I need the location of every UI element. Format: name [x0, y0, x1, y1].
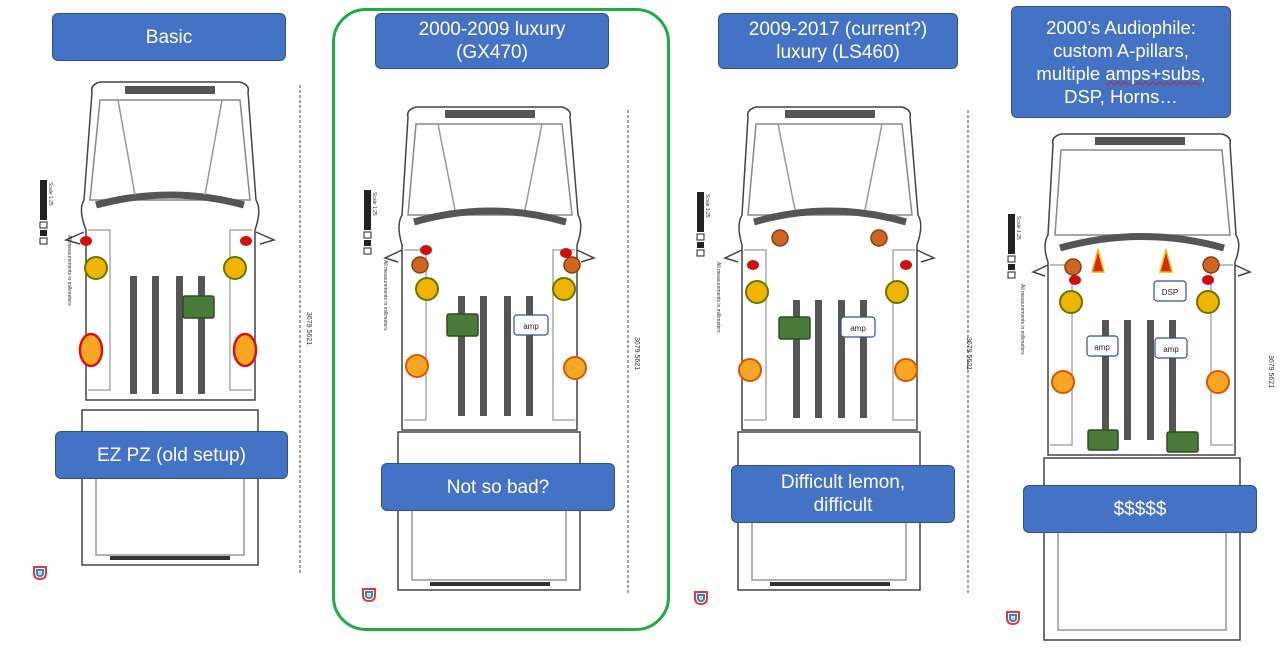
tweeter-left: [420, 245, 432, 255]
units-note: All measurements in millimeters: [715, 262, 721, 333]
speaker-rear-right: [1206, 370, 1230, 394]
dsp-box: [1153, 280, 1187, 302]
speaker-front-left: [84, 256, 108, 280]
panel-title-label: 2000-2009 luxury (GX470): [375, 13, 609, 69]
subwoofer-1: [1087, 429, 1119, 451]
amp-box-2: [1154, 337, 1188, 359]
units-note: All measurements in millimeters: [382, 260, 388, 331]
speaker-rear-left: [405, 354, 429, 378]
panel-title-line4: DSP, Horns…: [1064, 86, 1178, 107]
tweeter-right: [1202, 275, 1214, 285]
dimension-text: 3679 5621: [1267, 355, 1274, 389]
speaker-front-left: [415, 277, 439, 301]
speaker-front-left: [745, 280, 769, 304]
tweeter-right: [900, 260, 912, 270]
panel-basic: Basic EZ PZ (old setup) 3679 5621 All me…: [0, 0, 330, 667]
truck-diagram-gx470: amp: [363, 106, 629, 595]
speaker-front-right: [223, 256, 247, 280]
speaker-rear-right: [563, 356, 587, 380]
panel-title-label: 2000’s Audiophile: custom A-pillars, mul…: [1011, 6, 1231, 118]
truck-diagram-audiophile: DSP amp amp: [1007, 133, 1253, 641]
logo-icon: [33, 566, 47, 580]
truck-diagram-ls460: amp: [696, 106, 969, 595]
panel-title-line3: multiple amps+subs,: [1036, 62, 1205, 85]
title-line3-part-a: multiple: [1036, 63, 1106, 84]
scale-text: Scale 1:25: [1015, 216, 1021, 240]
midrange-left: [411, 256, 429, 274]
units-note: All measurements in millimeters: [1019, 284, 1025, 355]
tweeter-left: [1069, 275, 1081, 285]
scale-text: Scale 1:25: [371, 192, 377, 216]
speaker-rear-right: [894, 358, 918, 382]
title-line3-part-b: amps+subs: [1105, 63, 1201, 84]
horn-right: [1159, 247, 1173, 273]
subwoofer: [446, 313, 479, 337]
tweeter-left: [80, 236, 92, 246]
speaker-front-left: [1059, 290, 1083, 314]
amp-label-1: amp: [1094, 343, 1110, 352]
speaker-front-right: [1196, 290, 1220, 314]
amp-box-1: [1086, 335, 1119, 357]
panel-caption: Not so bad?: [446, 476, 550, 498]
midrange-dash-left: [771, 229, 789, 247]
units-note: All measurements in millimeters: [66, 235, 72, 306]
amp-box: [513, 314, 549, 336]
amp-label-2: amp: [1163, 345, 1179, 354]
dsp-label: DSP: [1162, 288, 1178, 297]
panel-caption: $$$$$: [1113, 498, 1167, 520]
panel-title: Basic: [145, 26, 193, 48]
midrange-left: [1064, 258, 1082, 276]
speaker-front-right: [885, 280, 909, 304]
speaker-rear-left: [1051, 370, 1075, 394]
scale-text: Scale 1:25: [47, 182, 53, 206]
horn-left: [1091, 247, 1105, 273]
midrange-dash-right: [870, 229, 888, 247]
panel-caption: EZ PZ (old setup): [97, 444, 246, 466]
logo-icon: [362, 588, 376, 602]
tweeter-right: [560, 248, 572, 258]
speaker-rear-left: [78, 332, 104, 368]
amp-label: amp: [523, 322, 539, 331]
panel-audiophile: DSP amp amp 2000’s Audiophile: custom A-…: [1000, 0, 1280, 667]
subwoofer: [778, 316, 811, 340]
dimension-text: 3679 5621: [633, 337, 640, 371]
tweeter-right: [240, 236, 252, 246]
panel-caption-label: EZ PZ (old setup): [55, 431, 288, 479]
panel-title-line2: custom A-pillars,: [1053, 40, 1189, 61]
logo-icon: [694, 591, 708, 605]
panel-caption-line2: difficult: [813, 495, 873, 516]
panel-caption-line1: Difficult lemon,: [780, 472, 906, 493]
panel-caption-label: Not so bad?: [381, 463, 615, 511]
amp-label: amp: [850, 324, 866, 333]
dimension-text: 3679 5621: [965, 337, 972, 371]
panel-title-label: Basic: [52, 13, 286, 61]
panel-title-line1: 2009-2017 (current?): [748, 19, 928, 40]
highlight-frame: [332, 8, 670, 631]
panel-title-label: 2009-2017 (current?) luxury (LS460): [718, 13, 958, 69]
panel-caption-label: $$$$$: [1023, 485, 1257, 533]
subwoofer-2: [1166, 431, 1199, 453]
panel-ls460: amp 2009-2017 (current?) luxury (LS460) …: [670, 0, 1000, 667]
panel-gx470: amp 2000-2009 luxury (GX470) Not so bad?…: [330, 0, 670, 667]
panel-title-line1: 2000’s Audiophile:: [1046, 17, 1196, 38]
panel-title-line1: 2000-2009 luxury: [418, 19, 566, 40]
tweeter-left: [747, 260, 759, 270]
panel-caption-label: Difficult lemon, difficult: [731, 465, 955, 523]
dimension-text: 3679 5621: [305, 312, 312, 346]
panel-title-line2: luxury (LS460): [776, 42, 900, 63]
scale-text: Scale 1:25: [704, 194, 710, 218]
speaker-front-right: [552, 277, 576, 301]
panel-title-line2: (GX470): [456, 42, 528, 63]
midrange-right: [1202, 256, 1220, 274]
title-line3-part-c: ,: [1200, 63, 1206, 84]
midrange-right: [563, 256, 581, 274]
amp-box: [840, 316, 876, 338]
speaker-rear-right: [232, 332, 258, 368]
truck-diagram-basic: [39, 81, 301, 575]
speaker-rear-left: [738, 358, 762, 382]
subwoofer: [182, 295, 215, 319]
logo-icon: [1006, 611, 1020, 625]
